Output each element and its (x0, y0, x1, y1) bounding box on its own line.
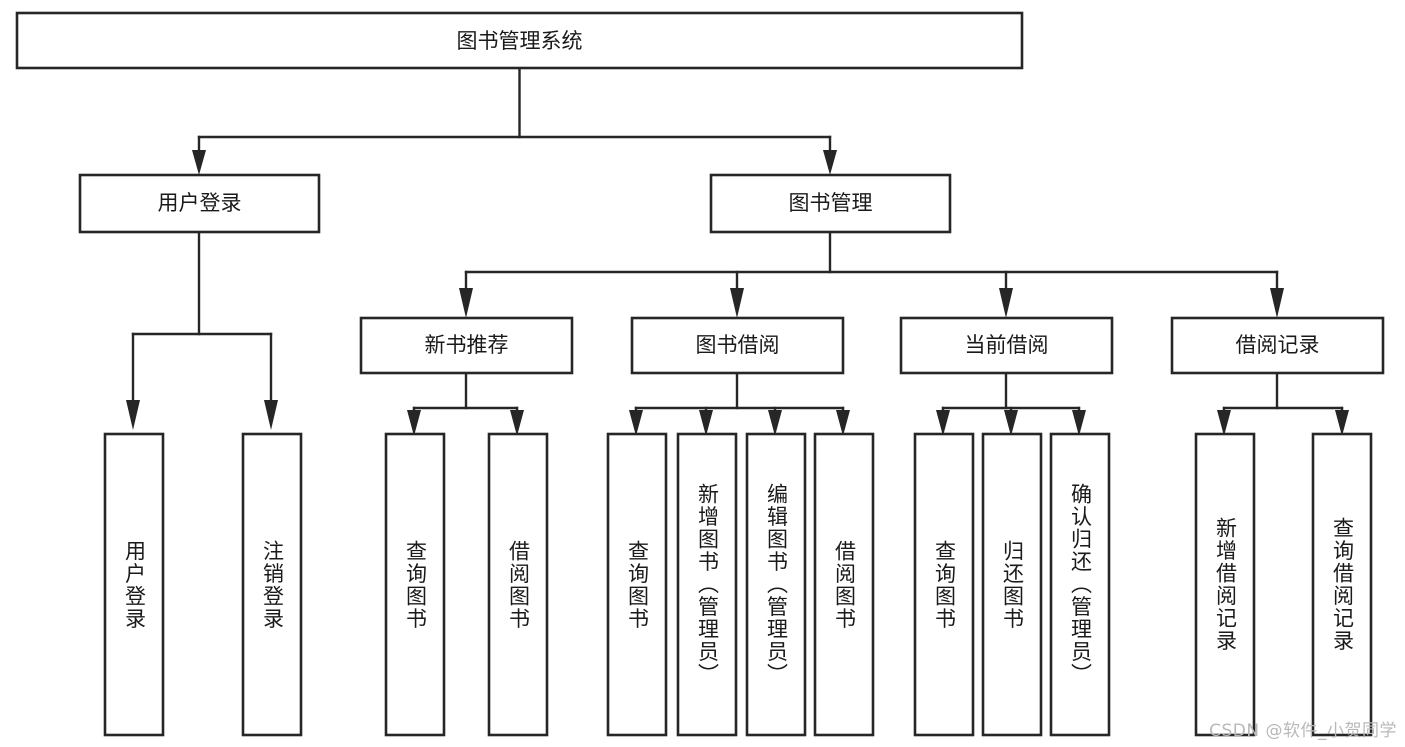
arrow-head-book-mgmt (823, 150, 837, 175)
connector-layer (126, 66, 1349, 436)
node-book-management-label: 图书管理 (789, 191, 873, 215)
node-current-borrow[interactable] (899, 316, 1114, 375)
leaf-box-user-login[interactable] (103, 432, 165, 737)
node-root-label: 图书管理系统 (457, 29, 583, 53)
leaf-box-borrow-book[interactable] (813, 432, 875, 737)
leaf-box-query-book-borrow[interactable] (606, 432, 668, 737)
leaf-box-borrow-book-newbook[interactable] (487, 432, 549, 737)
leaf-box-return-book[interactable] (981, 432, 1043, 737)
arrow-head-book-borrow (730, 288, 744, 318)
arrow-head-bookborrow-leaf-2 (699, 410, 713, 436)
arrow-head-bookborrow-leaf-1 (629, 410, 643, 436)
arrow-head-currentborrow-leaf-3 (1072, 410, 1086, 436)
node-new-book-recommend[interactable] (359, 316, 574, 375)
node-book-borrow[interactable] (630, 316, 845, 375)
leaf-box-query-book-newbook[interactable] (384, 432, 446, 737)
node-current-borrow-label: 当前借阅 (965, 333, 1049, 357)
arrow-head-leaf-user-login (126, 400, 140, 430)
arrow-head-user-login (192, 150, 206, 175)
node-book-management[interactable] (709, 173, 952, 234)
leaf-box-add-book-admin[interactable] (676, 432, 738, 737)
node-user-login[interactable] (78, 173, 321, 234)
arrow-head-new-book (459, 288, 473, 318)
arrow-head-currentborrow-leaf-2 (1004, 410, 1018, 436)
arrow-head-newbook-leaf-2 (510, 410, 524, 436)
arrow-head-borrow-record (1270, 288, 1284, 318)
csdn-watermark: CSDN @软件_小贺同学 (1209, 721, 1397, 741)
arrow-head-bookborrow-leaf-4 (836, 410, 850, 436)
node-user-login-label: 用户登录 (158, 191, 242, 215)
node-borrow-record-label: 借阅记录 (1236, 333, 1320, 357)
leaf-box-confirm-return-admin[interactable] (1049, 432, 1111, 737)
arrow-head-current-borrow (999, 288, 1013, 318)
leaf-box-edit-book-admin[interactable] (745, 432, 807, 737)
leaf-box-query-book-current[interactable] (913, 432, 975, 737)
node-box-layer: 图书管理系统 用户登录 图书管理 新书推荐 图书借阅 当前借阅 借阅记录 (15, 11, 1385, 737)
arrow-head-bookborrow-leaf-3 (768, 410, 782, 436)
node-book-borrow-label: 图书借阅 (696, 333, 780, 357)
node-borrow-record[interactable] (1170, 316, 1385, 375)
node-new-book-recommend-label: 新书推荐 (425, 333, 509, 357)
leaf-box-logout[interactable] (241, 432, 303, 737)
leaf-box-add-borrow-record[interactable] (1194, 432, 1256, 737)
arrow-head-borrowrecord-leaf-1 (1217, 410, 1231, 436)
node-root-book-management-system[interactable] (15, 11, 1024, 70)
arrow-head-newbook-leaf-1 (407, 410, 421, 436)
leaf-box-query-borrow-record[interactable] (1311, 432, 1373, 737)
arrow-head-currentborrow-leaf-1 (936, 410, 950, 436)
arrow-head-borrowrecord-leaf-2 (1335, 410, 1349, 436)
arrow-head-leaf-logout (264, 400, 278, 430)
